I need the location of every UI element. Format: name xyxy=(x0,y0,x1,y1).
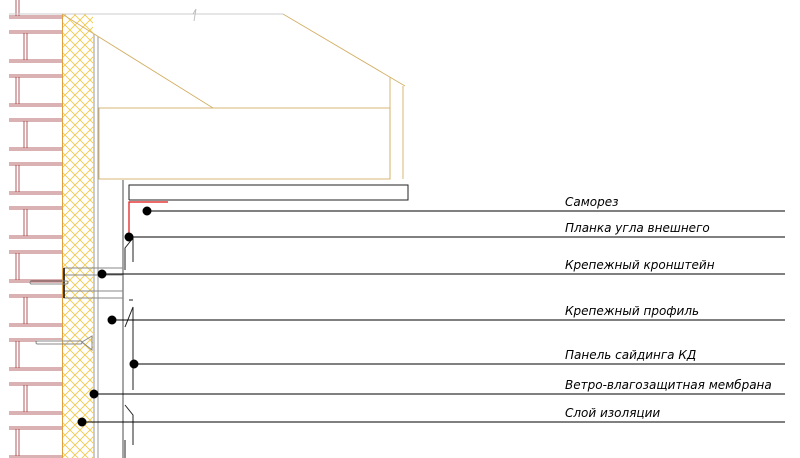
brick xyxy=(9,30,62,63)
leader-dot-mounting-bracket xyxy=(97,269,107,279)
label-insulation-layer: Слой изоляции xyxy=(565,406,661,420)
brick xyxy=(9,118,62,151)
label-wind-membrane: Ветро-влагозащитная мембрана xyxy=(565,378,772,392)
brick xyxy=(9,0,62,19)
corner-trim xyxy=(122,180,409,458)
soffit xyxy=(9,8,406,180)
leader-dot-insulation-layer xyxy=(77,417,87,427)
label-siding-panel: Панель сайдинга КД xyxy=(565,348,697,362)
label-mounting-profile: Крепежный профиль xyxy=(565,304,700,318)
brick xyxy=(9,162,62,195)
leader-dot-wind-membrane xyxy=(89,389,99,399)
mounting-bracket xyxy=(29,267,124,352)
brick xyxy=(9,74,62,107)
brick xyxy=(9,426,62,458)
brick xyxy=(9,294,62,327)
label-mounting-bracket: Крепежный кронштейн xyxy=(565,258,715,272)
brick xyxy=(9,338,62,371)
label-screw: Саморез xyxy=(565,195,619,209)
insulation-layer xyxy=(62,14,93,458)
leader-dot-siding-panel xyxy=(129,359,139,369)
leader-dot-mounting-profile xyxy=(107,315,117,325)
leader-dot-outer-corner-strip xyxy=(124,232,134,242)
brick xyxy=(9,250,62,283)
brick xyxy=(9,206,62,239)
leader-dot-screw xyxy=(142,206,152,216)
brick-wall xyxy=(9,0,62,458)
membrane xyxy=(93,34,99,458)
brick xyxy=(9,382,62,415)
outer-corner-strip xyxy=(128,201,168,238)
label-outer-corner-strip: Планка угла внешнего xyxy=(565,221,710,235)
